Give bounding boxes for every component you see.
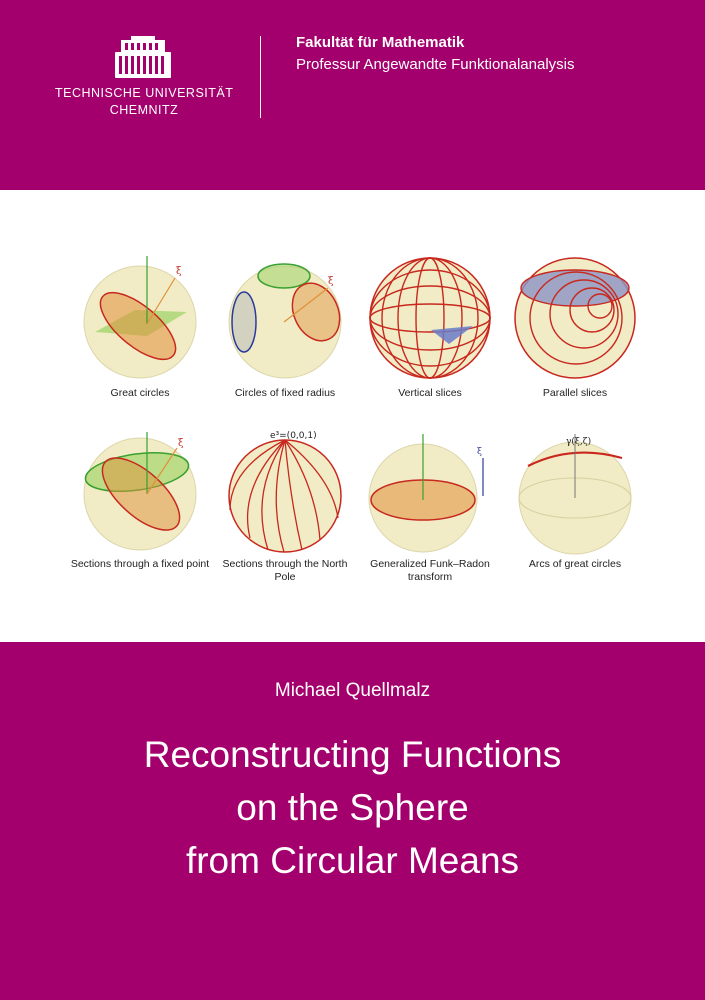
faculty-name: Fakultät für Mathematik [296, 34, 465, 51]
chair-name: Professur Angewandte Funktionalanalysis [296, 56, 575, 73]
figure-fixed-point: ξ Sections through a fixed point [71, 428, 209, 598]
figure-caption: Circles of fixed radius [234, 387, 336, 399]
sphere-north-pole-illustration: e³=(0,0,1) [228, 431, 342, 553]
university-logo: TECHNISCHE UNIVERSITÄT CHEMNITZ [55, 36, 233, 126]
sphere-fixed-point-illustration: ξ [83, 432, 197, 551]
title-band [0, 642, 705, 1000]
figure-caption: Arcs of great circles [528, 558, 622, 570]
title-line: Reconstructing Functions [143, 734, 562, 775]
figure-great-circles: ξ Great circles [75, 250, 205, 420]
sphere-great-circles-illustration: ξ [83, 256, 197, 379]
tu-building-icon [115, 36, 171, 78]
figure-caption: Great circles [110, 387, 170, 399]
figure-funk-radon: ξ Generalized Funk–Radon transform [365, 428, 495, 598]
author-name: Michael Quellmalz [274, 680, 431, 701]
figure-label: γ(ξ,ζ) [566, 436, 591, 447]
figure-caption: Vertical slices [398, 387, 462, 399]
figure-label: ξ [477, 447, 482, 457]
sphere-vertical-slices-illustration [369, 257, 491, 379]
figure-arcs: γ(ξ,ζ) Arcs of great circles [510, 428, 640, 598]
book-title: Reconstructing Functions on the Sphere f… [0, 728, 705, 887]
figure-caption: Parallel slices [542, 387, 608, 399]
university-name: TECHNISCHE UNIVERSITÄT [55, 86, 234, 100]
figure-caption: Generalized Funk–Radon transform [370, 558, 490, 583]
sphere-parallel-slices-illustration [514, 257, 636, 379]
header-band: TECHNISCHE UNIVERSITÄT CHEMNITZ Fakultät… [0, 0, 705, 190]
sphere-arcs-illustration: γ(ξ,ζ) [518, 434, 632, 555]
figure-north-pole: e³=(0,0,1) Sections through the North Po… [220, 428, 350, 598]
title-line: from Circular Means [185, 840, 520, 881]
sphere-funk-radon-illustration: ξ [368, 434, 484, 553]
sphere-fixed-radius-illustration: ξ [228, 263, 342, 379]
figure-label: ξ [176, 266, 182, 277]
header-divider [260, 36, 261, 118]
title-line: on the Sphere [236, 787, 469, 828]
figure-vertical-slices: Vertical slices [365, 250, 495, 420]
figure-caption: Sections through a fixed point [70, 558, 210, 570]
figure-label: e³=(0,0,1) [270, 431, 317, 441]
figure-caption: Sections through the North Pole [222, 558, 348, 583]
figure-fixed-radius: ξ Circles of fixed radius [220, 250, 350, 420]
figure-parallel-slices: Parallel slices [510, 250, 640, 420]
figure-label: ξ [178, 438, 184, 449]
university-city: CHEMNITZ [109, 103, 179, 117]
figure-grid: ξ Great circles ξ Circles of fixed radiu… [71, 250, 640, 598]
figure-label: ξ [328, 276, 334, 287]
